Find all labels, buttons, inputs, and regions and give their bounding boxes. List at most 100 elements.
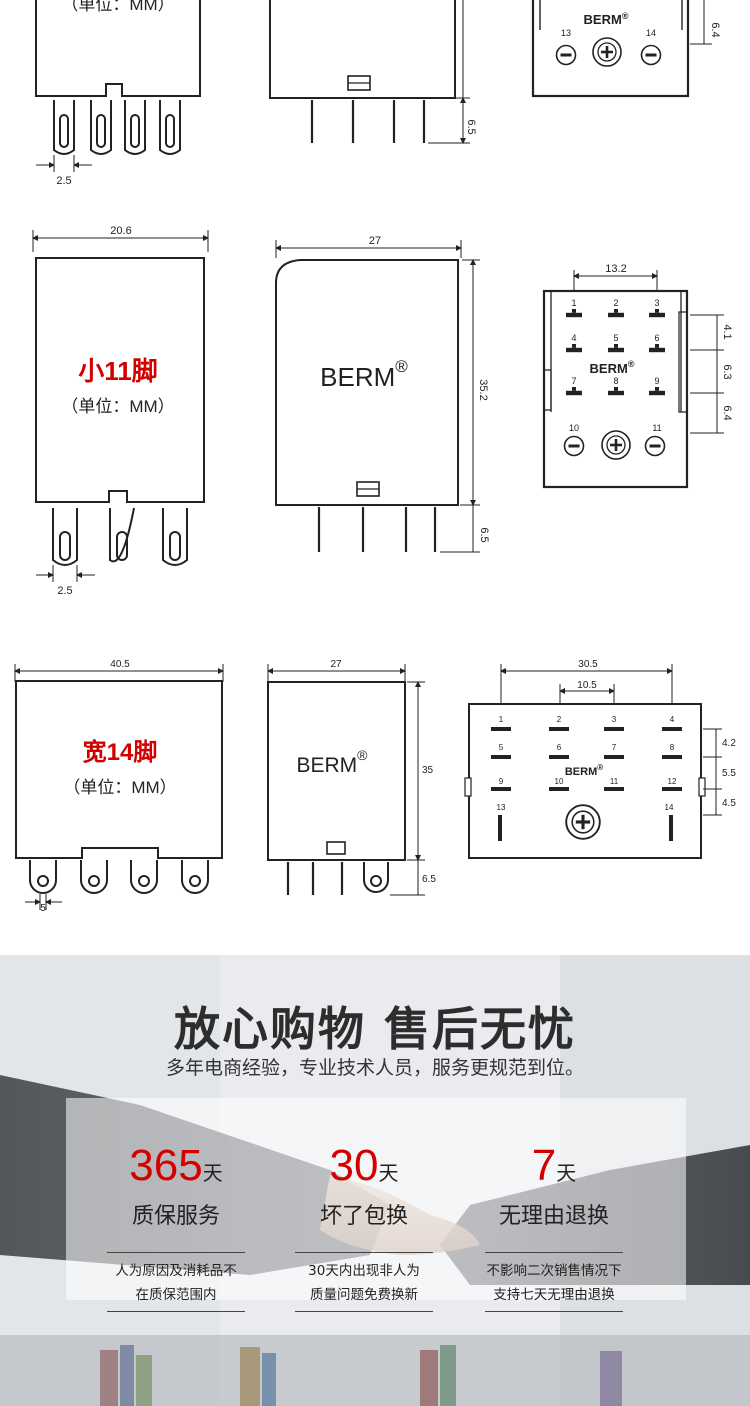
row2-dim-c: 6.4 xyxy=(721,405,733,420)
row1-unit: （单位：MM） xyxy=(61,0,174,14)
row3-pin11: 11 xyxy=(610,777,619,786)
row2-front-view: 20.6 小11脚 （单位：MM） 2.5 xyxy=(32,225,209,597)
warranty-desc-line1: 人为原因及消耗品不 xyxy=(115,1263,237,1279)
row2-title: 小11脚 xyxy=(78,356,158,386)
row3-side-width: 27 xyxy=(330,659,342,670)
row3-pin9: 9 xyxy=(499,777,504,786)
row2-pin2: 2 xyxy=(613,298,618,308)
row2-pin6: 6 xyxy=(654,333,659,343)
row2-bottom-width: 13.2 xyxy=(605,263,626,275)
return-number: 7 xyxy=(531,1141,557,1190)
row3-pin10: 10 xyxy=(555,777,564,786)
row2-pin11: 11 xyxy=(652,423,661,433)
row2-front-width: 20.6 xyxy=(110,225,131,237)
row3-pin3: 3 xyxy=(612,715,617,724)
row3-front-width: 40.5 xyxy=(110,659,130,670)
row2-pin4: 4 xyxy=(571,333,576,343)
after-sales-banner: 放心购物 售后无忧 多年电商经验，专业技术人员，服务更规范到位。 365天 质保… xyxy=(0,955,750,1406)
row3-bottom-inner: 10.5 xyxy=(577,680,597,691)
row3-pin6: 6 xyxy=(557,743,562,752)
row1-side-view: 6.5 xyxy=(269,0,477,144)
guarantee-item-replace: 30天 坏了包换 30天内出现非人为 质量问题免费换新 xyxy=(284,1098,444,1312)
row1-pin14-label: 14 xyxy=(646,28,656,38)
row3-bottom-width: 30.5 xyxy=(578,659,598,670)
divider xyxy=(485,1311,623,1312)
row2-unit: （单位：MM） xyxy=(61,397,174,416)
row1-side-height: 6.4 xyxy=(709,22,721,37)
row3-pin7: 7 xyxy=(612,743,617,752)
row3-pin1: 1 xyxy=(499,715,504,724)
warranty-label: 质保服务 xyxy=(131,1204,220,1229)
row2-dim-a: 4.1 xyxy=(721,324,733,339)
return-desc: 不影响二次销售情况下 支持七天无理由退换 xyxy=(474,1253,634,1311)
row3-pin-length: 6.5 xyxy=(422,874,436,885)
row2-dim-b: 6.3 xyxy=(721,364,733,379)
banner-title: 放心购物 售后无忧 xyxy=(173,1002,576,1056)
row3-pin-pitch: 5 xyxy=(40,903,46,914)
row3-title: 宽14脚 xyxy=(83,738,158,766)
row2-pin9: 9 xyxy=(654,376,659,386)
return-unit: 天 xyxy=(556,1163,577,1185)
divider xyxy=(295,1311,433,1312)
row1-bottom-view: BERM® 13 14 6.4 xyxy=(531,0,721,98)
guarantee-card: 365天 质保服务 人为原因及消耗品不 在质保范围内 30天 坏了包换 30天内… xyxy=(66,1098,686,1312)
row2-pin3: 3 xyxy=(654,298,659,308)
row3-pin12: 12 xyxy=(668,777,677,786)
row3-pin5: 5 xyxy=(499,743,504,752)
warranty-unit: 天 xyxy=(202,1163,223,1185)
replace-label: 坏了包换 xyxy=(319,1204,408,1229)
row3-pin13: 13 xyxy=(497,803,506,812)
guarantee-item-warranty: 365天 质保服务 人为原因及消耗品不 在质保范围内 xyxy=(96,1098,256,1312)
row2-pin1: 1 xyxy=(571,298,576,308)
warranty-number: 365 xyxy=(129,1141,203,1190)
row2-pin8: 8 xyxy=(613,376,618,386)
replace-desc-line1: 30天内出现非人为 xyxy=(308,1263,420,1279)
row2-pin10: 10 xyxy=(569,423,579,433)
divider xyxy=(107,1311,245,1312)
row3-dim-c: 4.5 xyxy=(722,798,736,809)
divider xyxy=(295,1252,433,1253)
divider xyxy=(107,1252,245,1253)
row1-logo: BERM® xyxy=(584,11,629,27)
row3-pin8: 8 xyxy=(670,743,675,752)
replace-desc: 30天内出现非人为 质量问题免费换新 xyxy=(284,1253,444,1311)
row2-pin-length: 6.5 xyxy=(478,527,490,542)
row2-bottom-logo: BERM® xyxy=(590,359,635,376)
row3-dim-a: 4.2 xyxy=(722,738,736,749)
replace-unit: 天 xyxy=(378,1163,399,1185)
row1-pin-length: 6.5 xyxy=(465,119,477,134)
row1-pin13-label: 13 xyxy=(561,28,571,38)
row2-side-width: 27 xyxy=(369,235,381,247)
guarantee-item-return: 7天 无理由退换 不影响二次销售情况下 支持七天无理由退换 xyxy=(474,1098,634,1312)
return-desc-line1: 不影响二次销售情况下 xyxy=(486,1263,622,1279)
replace-desc-line2: 质量问题免费换新 xyxy=(310,1287,418,1303)
row3-side-height: 35 xyxy=(422,765,434,776)
row2-bottom-view: 13.2 1 2 3 4 5 6 7 8 9 10 11 BERM® xyxy=(542,263,733,489)
dimension-drawings: （单位：MM） 2.5 6.5 xyxy=(14,0,736,914)
row2-pin5: 5 xyxy=(613,333,618,343)
row3-pin4: 4 xyxy=(670,715,675,724)
banner-subtitle: 多年电商经验，专业技术人员，服务更规范到位。 xyxy=(165,1057,584,1079)
row3-pin2: 2 xyxy=(557,715,562,724)
row3-logo: BERM® xyxy=(296,747,368,777)
drawings-svg: （单位：MM） 2.5 6.5 xyxy=(14,0,736,914)
divider xyxy=(485,1252,623,1253)
warranty-desc: 人为原因及消耗品不 在质保范围内 xyxy=(96,1253,256,1311)
row2-pin-pitch: 2.5 xyxy=(57,585,72,597)
row3-bottom-logo: BERM® xyxy=(565,763,603,778)
replace-number: 30 xyxy=(329,1141,379,1190)
return-label: 无理由退换 xyxy=(498,1204,609,1229)
row3-pin14: 14 xyxy=(665,803,674,812)
return-desc-line2: 支持七天无理由退换 xyxy=(493,1287,615,1303)
row3-side-view: 27 BERM® 35 6.5 xyxy=(267,659,436,896)
row1-front-view: （单位：MM） 2.5 xyxy=(35,0,201,187)
row3-front-view: 40.5 宽14脚 （单位：MM） 5 xyxy=(14,659,224,914)
row1-pin-pitch: 2.5 xyxy=(56,175,71,187)
warranty-desc-line2: 在质保范围内 xyxy=(135,1287,217,1303)
row2-logo: BERM® xyxy=(320,357,408,392)
row3-bottom-view: 30.5 10.5 1 2 3 4 5 6 7 8 9 10 11 12 13 … xyxy=(464,659,736,859)
row2-side-height: 35.2 xyxy=(477,379,489,400)
row2-pin7: 7 xyxy=(571,376,576,386)
row3-unit: （单位：MM） xyxy=(63,778,176,797)
row3-dim-b: 5.5 xyxy=(722,768,736,779)
